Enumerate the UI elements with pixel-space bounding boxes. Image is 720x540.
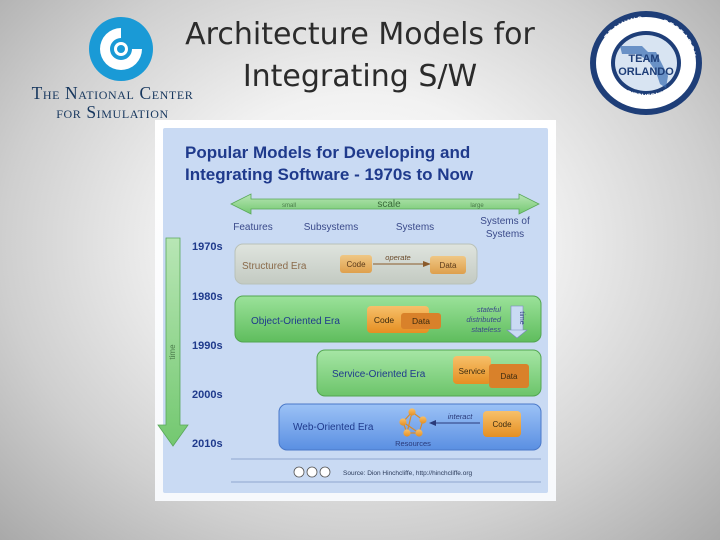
source-credit: Source: Dion Hinchcliffe, http://hinchcl…: [343, 470, 472, 477]
object-code-label: Code: [374, 315, 395, 325]
web-verb-label: interact: [448, 412, 474, 421]
object-oriented-era-band: Object-Oriented Era Code Data stateful d…: [234, 295, 542, 343]
time-label: time: [168, 344, 177, 360]
web-resources-label: Resources: [395, 439, 431, 448]
scale-arrow: small scale large: [230, 193, 540, 215]
structured-code-box: [340, 255, 372, 273]
florida-map-icon: [620, 46, 668, 88]
web-era-label: Web-Oriented Era: [293, 422, 374, 433]
service-oriented-era-band: Service-Oriented Era Service Data: [316, 349, 542, 397]
team-orlando-seal: TEAM ORLANDO TRAINING RESEARCH EDUCATION…: [586, 8, 702, 115]
column-systems-of: Systems of: [480, 216, 530, 227]
decade-2000s: 2000s: [192, 389, 223, 401]
time-arrow: time: [157, 237, 189, 447]
column-systems: Systems: [396, 222, 434, 233]
column-systems-of-2: Systems: [486, 229, 524, 240]
logo-line1: The National Center: [31, 83, 194, 103]
slide-title-line2: Integrating S/W: [242, 59, 478, 94]
decade-1980s: 1980s: [192, 291, 223, 303]
object-note-stateful: stateful: [477, 305, 502, 314]
seal-center-line1: TEAM: [628, 53, 659, 65]
national-center-logo: The National Center for Simulation: [10, 16, 215, 122]
resources-network-icon: [399, 408, 427, 437]
service-code-box: [453, 356, 491, 384]
object-note-distributed: distributed: [466, 315, 501, 324]
object-note-stateless: stateless: [471, 325, 501, 334]
service-data-box: [489, 364, 529, 388]
decade-1970s: 1970s: [192, 241, 223, 253]
logo-line2: for Simulation: [56, 102, 169, 122]
diagram-title-line2: Integrating Software - 1970s to Now: [185, 165, 474, 184]
web-code-label: Code: [492, 420, 512, 429]
structured-data-label: Data: [440, 261, 457, 270]
decade-1990s: 1990s: [192, 340, 223, 352]
structured-era-band: Structured Era Code operate Data: [234, 243, 478, 285]
creative-commons-icon: [293, 466, 331, 478]
object-data-label: Data: [412, 316, 430, 326]
slide-title: Architecture Models for Integrating S/W: [170, 14, 550, 98]
decade-2010s: 2010s: [192, 438, 223, 450]
scale-large-label: large: [470, 203, 484, 209]
column-subsystems: Subsystems: [304, 222, 358, 233]
structured-verb-label: operate: [385, 253, 410, 262]
object-time-label: time: [518, 311, 525, 324]
slide-title-line1: Architecture Models for: [185, 17, 535, 52]
seal-center-line2: ORLANDO: [618, 66, 674, 78]
web-oriented-era-band: Web-Oriented Era Resources interact Code: [278, 403, 542, 451]
diagram-canvas: Popular Models for Developing and Integr…: [157, 128, 548, 493]
structured-era-label: Structured Era: [242, 261, 307, 272]
architecture-diagram: Popular Models for Developing and Integr…: [155, 120, 556, 501]
web-code-box: [483, 411, 521, 437]
scale-small-label: small: [282, 203, 296, 209]
service-code-label: Service: [459, 367, 486, 376]
column-features: Features: [233, 222, 272, 233]
scale-label: scale: [377, 199, 401, 210]
structured-data-box: [430, 256, 466, 274]
object-era-label: Object-Oriented Era: [251, 316, 340, 327]
object-data-box: [401, 313, 441, 329]
structured-code-label: Code: [346, 260, 366, 269]
service-data-label: Data: [501, 372, 518, 381]
swirl-logo-icon: [89, 17, 153, 81]
service-era-label: Service-Oriented Era: [332, 369, 426, 380]
diagram-title-line1: Popular Models for Developing and: [185, 143, 470, 162]
